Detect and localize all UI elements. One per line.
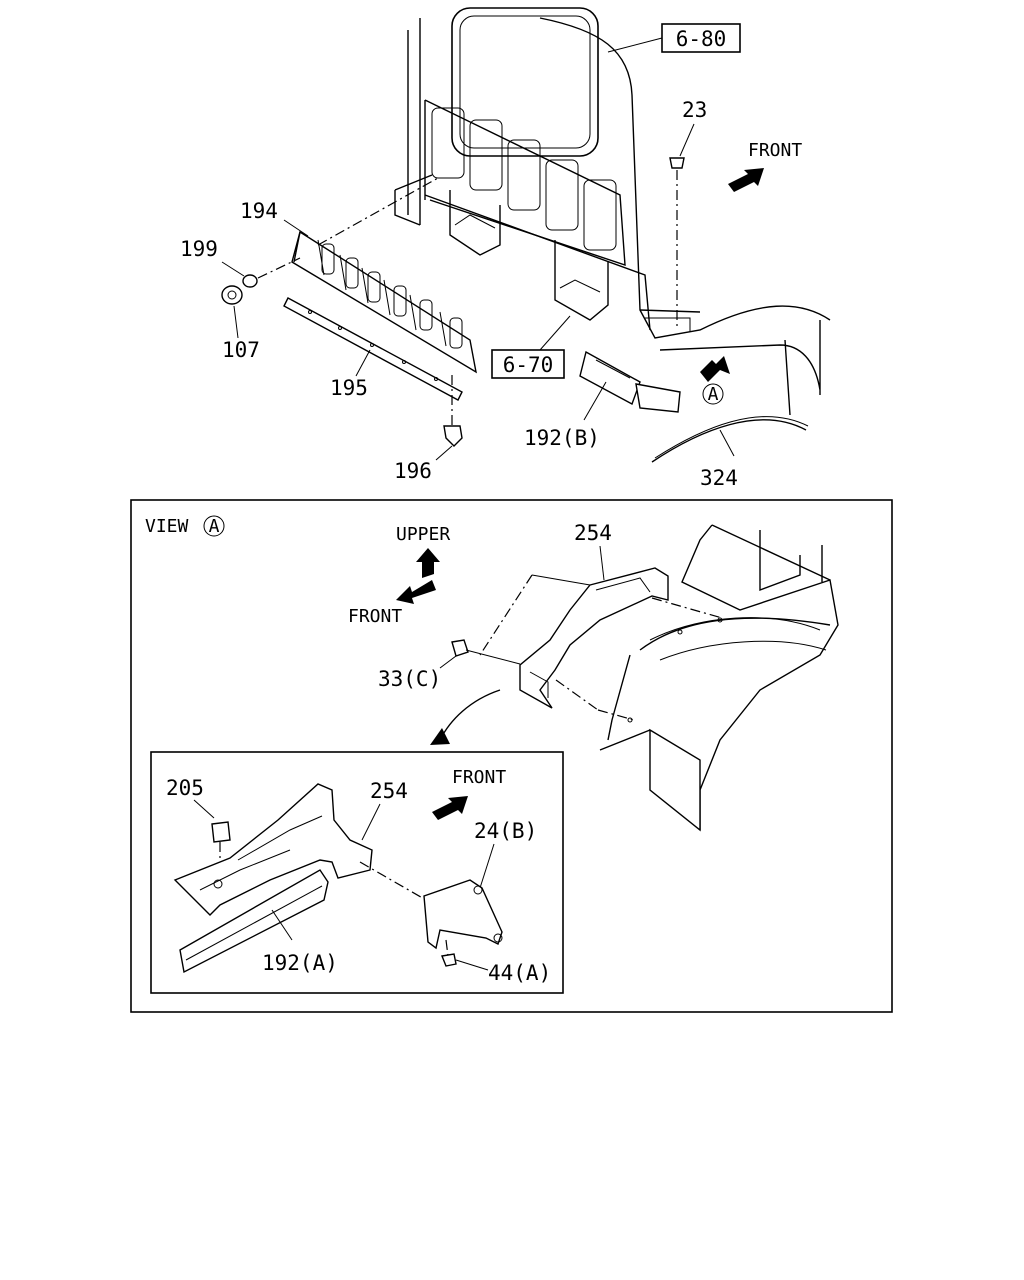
part-254-bracket-view[interactable]: 254 (479, 521, 723, 721)
svg-text:UPPER: UPPER (396, 524, 450, 545)
svg-text:196: 196 (394, 459, 432, 483)
rear-window (451, 7, 599, 157)
part-33c-bolt[interactable]: 33(C) (378, 639, 521, 691)
arrow-up-icon (700, 356, 730, 382)
svg-text:107: 107 (222, 338, 260, 362)
part-192b-cover[interactable]: 192(B) (524, 350, 681, 450)
svg-text:FRONT: FRONT (348, 606, 402, 627)
svg-text:VIEW: VIEW (145, 516, 189, 537)
arrow-icon (432, 796, 468, 820)
front-arrow-top: FRONT (728, 140, 802, 192)
detail-inset-frame (150, 751, 564, 994)
svg-text:195: 195 (330, 376, 368, 400)
svg-text:A: A (209, 516, 220, 537)
part-199-washer[interactable]: 199 (180, 237, 301, 288)
svg-text:23: 23 (682, 98, 707, 122)
svg-text:FRONT: FRONT (452, 767, 506, 788)
part-24b-cover[interactable]: 24(B) (423, 819, 537, 957)
svg-text:33(C): 33(C) (378, 667, 441, 691)
cab-rear-assembly (394, 7, 831, 416)
fender-assembly (599, 524, 839, 832)
front-arrow-inset: FRONT (432, 767, 506, 820)
part-44a-screw[interactable]: 44(A) (441, 953, 551, 985)
orientation-arrows: UPPER FRONT (348, 524, 450, 627)
part-192a-trim[interactable]: 192(A) (179, 869, 338, 975)
part-205-plug[interactable]: 205 (166, 776, 231, 880)
part-23-clip[interactable]: 23 (669, 98, 707, 330)
view-a-title: VIEW A (145, 515, 225, 537)
arrow-icon (728, 168, 764, 192)
detail-callout-arrow (439, 689, 501, 741)
ref-6-70[interactable]: 6-70 (491, 315, 571, 379)
svg-text:324: 324 (700, 466, 738, 490)
svg-text:A: A (708, 384, 719, 405)
part-196-clip[interactable]: 196 (394, 425, 463, 483)
part-195-plate[interactable]: 195 (283, 297, 463, 426)
view-a-arrow: A (700, 356, 730, 405)
svg-text:192(B): 192(B) (524, 426, 600, 450)
svg-text:254: 254 (370, 779, 408, 803)
part-324-strip[interactable]: 324 (651, 416, 809, 490)
svg-text:44(A): 44(A) (488, 961, 551, 985)
svg-text:194: 194 (240, 199, 278, 223)
svg-text:205: 205 (166, 776, 204, 800)
ref-6-80[interactable]: 6-80 (607, 23, 741, 53)
part-254-bracket-inset[interactable]: 254 (173, 779, 427, 916)
arrow-up-icon (416, 548, 440, 578)
view-a-frame (130, 499, 893, 1013)
svg-text:FRONT: FRONT (748, 140, 802, 161)
part-194-bracket[interactable]: 194 (240, 177, 477, 374)
svg-text:254: 254 (574, 521, 612, 545)
svg-text:6-80: 6-80 (676, 27, 727, 51)
svg-text:6-70: 6-70 (503, 353, 554, 377)
part-107-nut[interactable]: 107 (221, 285, 260, 362)
svg-text:199: 199 (180, 237, 218, 261)
arrow-down-left-icon (396, 580, 436, 604)
svg-text:24(B): 24(B) (474, 819, 537, 843)
svg-text:192(A): 192(A) (262, 951, 338, 975)
